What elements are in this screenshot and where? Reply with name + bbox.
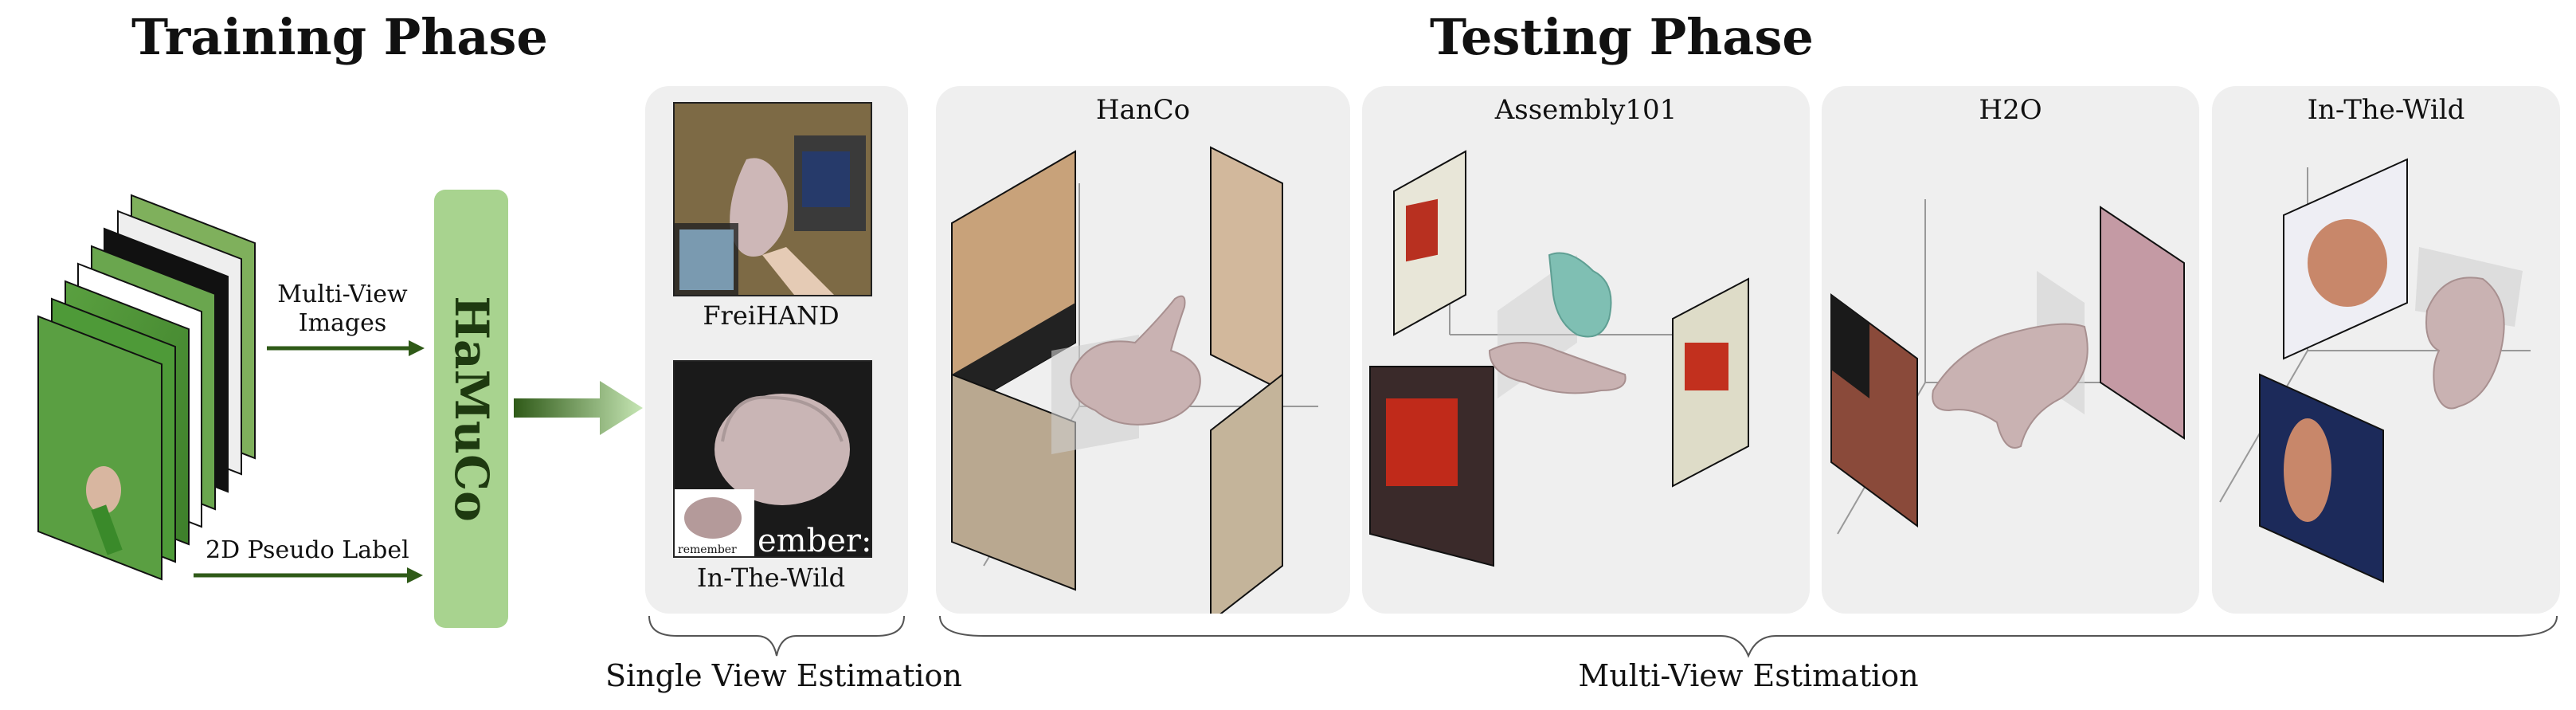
single-view-estimation-label: Single View Estimation <box>605 658 962 693</box>
multi-view-arrow <box>267 340 425 356</box>
panel-title-in-the-wild: In-The-Wild <box>2307 94 2465 126</box>
pseudo-label-arrow <box>194 567 423 583</box>
multi-view-images-label: Multi-View Images <box>277 280 408 337</box>
in-the-wild-multi-visualization <box>2219 158 2531 583</box>
hamuco-model-box <box>434 190 508 628</box>
multi-view-brace <box>939 615 2558 658</box>
in-the-wild-single-thumbnail: ember: I remember <box>673 360 872 558</box>
panel-title-assembly101: Assembly101 <box>1494 94 1678 126</box>
hanco-visualization <box>951 146 1318 614</box>
testing-phase-title: Testing Phase <box>1430 8 1814 66</box>
multi-view-estimation-label: Multi-View Estimation <box>1578 658 1919 693</box>
freihand-thumbnail <box>673 102 872 296</box>
multi-view-image-stack <box>37 194 256 581</box>
single-view-brace <box>648 615 905 657</box>
freihand-label: FreiHAND <box>703 300 840 331</box>
hamuco-model-label: HaMuCo <box>444 296 499 522</box>
h2o-visualization <box>1830 199 2185 535</box>
panel-title-hanco: HanCo <box>1095 94 1191 126</box>
pseudo-label-text: 2D Pseudo Label <box>206 536 409 564</box>
training-phase-title: Training Phase <box>131 8 548 66</box>
assembly101-visualization <box>1369 150 1749 567</box>
inference-arrow <box>514 381 643 435</box>
wild-overlay-small-text: remember <box>678 543 737 556</box>
panel-title-h2o: H2O <box>1979 94 2042 126</box>
in-the-wild-single-label: In-The-Wild <box>696 563 846 593</box>
wild-overlay-text: ember: I <box>758 523 871 556</box>
